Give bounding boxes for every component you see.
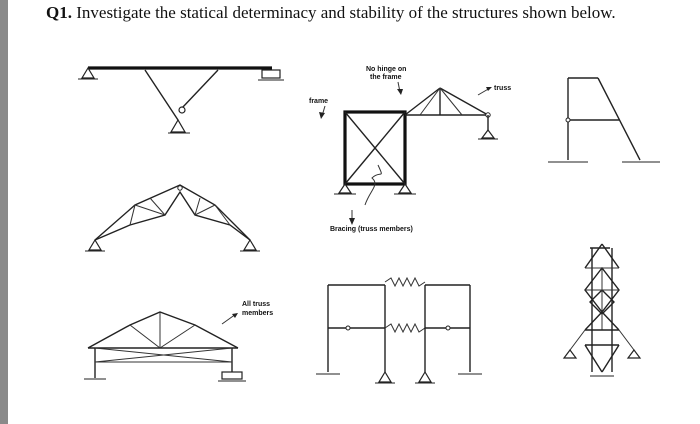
label-truss: truss bbox=[494, 85, 511, 92]
label-frame: frame bbox=[309, 98, 328, 105]
label-no-hinge-line1: No hinge on bbox=[366, 66, 406, 73]
label-all-truss-line2: members bbox=[242, 310, 273, 317]
structure-7-tower-truss bbox=[562, 243, 642, 377]
question-number: Q1. bbox=[46, 3, 72, 22]
page-left-border bbox=[0, 0, 8, 424]
question-text: Investigate the statical determinacy and… bbox=[76, 3, 616, 22]
structure-3-all-truss: All truss members bbox=[84, 301, 273, 382]
question-heading: Q1. Investigate the statical determinacy… bbox=[46, 3, 616, 23]
label-no-hinge-line2: the frame bbox=[370, 74, 402, 81]
label-all-truss-line1: All truss bbox=[242, 301, 270, 308]
structure-1-beam-with-v-struts bbox=[78, 66, 284, 134]
label-bracing: Bracing (truss members) bbox=[330, 226, 413, 233]
structure-6-multi-storey-frame bbox=[316, 276, 482, 384]
structure-4-braced-frame-with-truss: No hinge on the frame frame truss Bracin… bbox=[309, 66, 511, 233]
structure-5-a-frame bbox=[548, 77, 660, 163]
structure-2-three-hinged-truss bbox=[85, 184, 260, 252]
